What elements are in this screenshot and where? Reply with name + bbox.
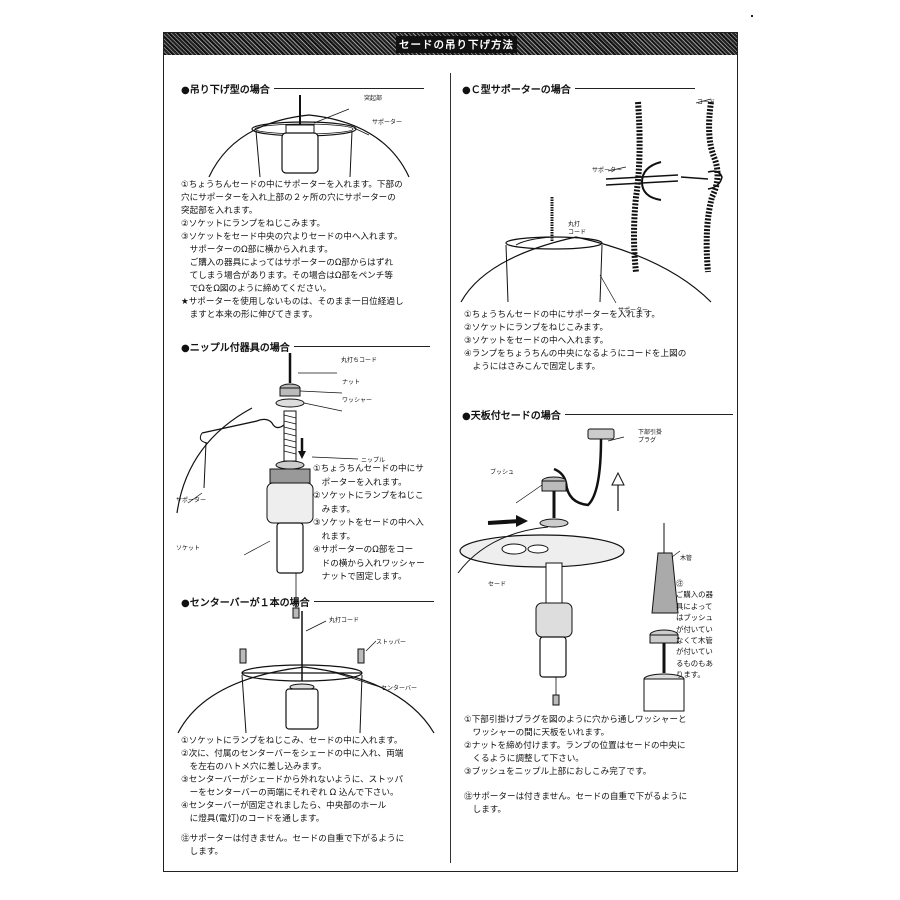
label-cord-top: コード (697, 99, 716, 106)
section-heading-c-type: ●Ｃ型サポーターの場合 (462, 81, 695, 96)
label-nut: ナット (342, 379, 361, 386)
label-centerbar: センターバー (381, 685, 417, 692)
hanging-instructions: ①ちょうちんセードの中にサポーターを入れます。下部の 穴にサポーターを入れ上部の… (181, 180, 404, 320)
section-heading-hanging: ●吊り下げ型の場合 (181, 81, 424, 96)
label-cord-3: 丸打コード (329, 617, 360, 624)
c-type-diagram (456, 97, 731, 307)
nipple-fixture-diagram (172, 353, 442, 633)
label-shade: セード (488, 581, 507, 588)
label-wood-tube: 木管 (680, 555, 693, 562)
label-bush: ブッシュ (490, 469, 515, 476)
title-banner: セードの吊り下げ方法 (164, 33, 737, 55)
column-divider (450, 73, 451, 863)
label-cord: 丸打ちコード (341, 357, 378, 364)
label-protrusion: 突起部 (364, 95, 383, 102)
top-plate-note: ㊟サポーターは付きません。セードの自重で下がるように します。 (464, 792, 688, 815)
section-heading-nipple: ●ニップル付器具の場合 (181, 339, 430, 354)
section-heading-centerbar: ●センターバーが１本の場合 (181, 594, 434, 609)
label-supporter-2: サポーター (176, 497, 207, 504)
centerbar-note: ㊟サポーターは付きません。セードの自重で下がるように します。 (181, 834, 405, 857)
hanging-type-diagram (204, 95, 414, 177)
label-cord-c: 丸打 コード (568, 221, 587, 236)
label-socket: ソケット (176, 545, 201, 552)
nipple-instructions: ①ちょうちんセードの中にサ ポーターを入れます。 ②ソケットにランプをねじこ み… (313, 464, 425, 582)
label-supporter-top: サポーター (592, 167, 623, 174)
label-stopper: ストッパー (376, 639, 407, 646)
label-nipple: ニップル (361, 457, 386, 464)
centerbar-diagram (176, 611, 436, 733)
page-title: セードの吊り下げ方法 (396, 36, 517, 53)
instruction-sheet: セードの吊り下げ方法 ●吊り下げ型の場合 突起部 サポーター ①ちょうちんセード… (163, 15, 753, 872)
c-type-instructions: ①ちょうちんセードの中にサポーターを入れます。 ②ソケットにランプをねじこみます… (464, 310, 687, 372)
section-heading-top-plate: ●天板付セードの場合 (462, 407, 733, 422)
centerbar-instructions: ①ソケットにランプをねじこみ、セードの中に入れます。 ②次に、付属のセンターバー… (181, 736, 404, 824)
top-plate-diagram (458, 423, 730, 713)
top-plate-instructions: ①下部引掛けプラグを図のように穴から通しワッシャーと ワッシャーの間に天板をいれ… (464, 715, 687, 777)
label-plug: 下部引掛 プラグ (638, 429, 663, 444)
label-supporter: サポーター (372, 119, 403, 126)
top-plate-side-note: ㊟ ご購入の器 具によって はブッシュ が付いてい なくて木管 が付いてい るも… (676, 579, 713, 680)
label-supporter-c: サポーター (618, 307, 649, 314)
label-washer: ワッシャー (342, 397, 373, 404)
speck (751, 15, 753, 17)
